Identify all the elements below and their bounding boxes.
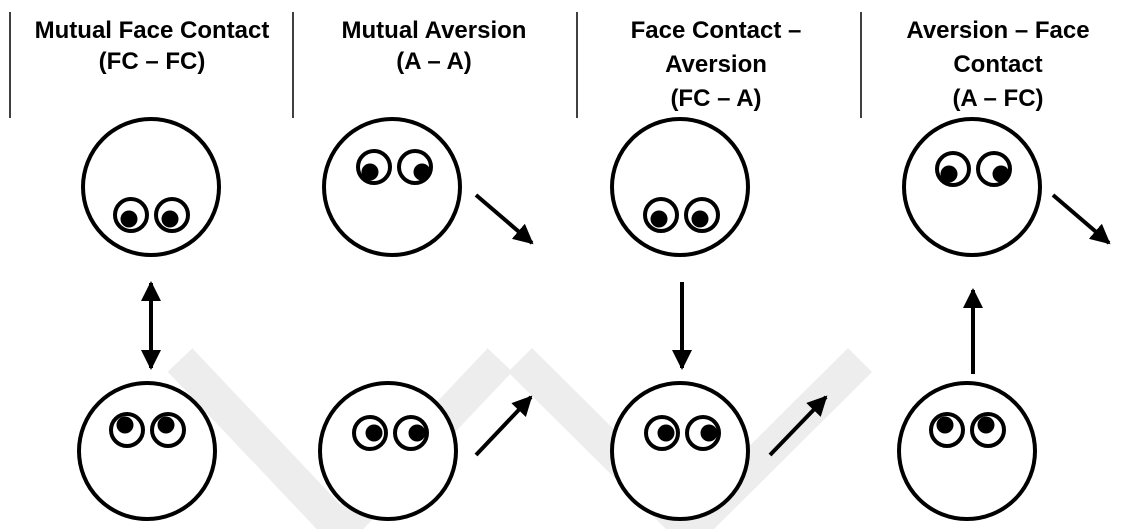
panel-title-line: Face Contact – [631, 17, 802, 44]
left-eye-icon [113, 197, 149, 233]
panel-title-line: (FC – A) [670, 85, 761, 112]
right-eye-icon [154, 197, 190, 233]
left-eye-icon [356, 149, 392, 185]
face-outline [322, 117, 462, 257]
panel-title-line: (FC – FC) [99, 48, 206, 75]
panel-title-line: Contact [953, 51, 1042, 78]
bottom-face [77, 381, 217, 521]
right-eye-icon [150, 412, 186, 448]
panel-title-line: Aversion – Face [906, 17, 1089, 44]
bottom-face [897, 381, 1037, 521]
left-eye-icon [352, 415, 388, 451]
top-face [322, 117, 462, 257]
face-outline [318, 381, 458, 521]
averted-gaze-arrow [768, 395, 828, 457]
left-eye-icon [109, 412, 145, 448]
panel-a-a: Mutual Aversion (A – A) [318, 17, 534, 521]
panel-title-line: Aversion [665, 51, 767, 78]
averted-gaze-arrow [474, 395, 533, 457]
bottom-face [318, 381, 458, 521]
panel-a-fc: Aversion – Face Contact (A – FC) [897, 17, 1111, 521]
right-eye-icon [970, 412, 1006, 448]
panel-title-line: (A – A) [396, 48, 472, 75]
face-outline [897, 381, 1037, 521]
right-eye-icon [393, 415, 429, 451]
left-eye-icon [935, 151, 971, 187]
right-eye-icon [976, 151, 1012, 187]
top-face [81, 117, 221, 257]
top-face [902, 117, 1042, 257]
face-outline [902, 117, 1042, 257]
face-outline [610, 117, 750, 257]
right-eye-icon [685, 415, 721, 451]
averted-gaze-arrow [474, 193, 534, 245]
bottom-face [610, 381, 750, 521]
right-eye-icon [684, 197, 720, 233]
column-separators [9, 12, 862, 118]
face-outline [77, 381, 217, 521]
left-eye-icon [644, 415, 680, 451]
left-eye-icon [643, 197, 679, 233]
panel-title-line: (A – FC) [952, 85, 1043, 112]
watermark [167, 347, 872, 529]
panel-fc-a: Face Contact – Aversion (FC – A) [610, 17, 828, 521]
panel-title-line: Mutual Face Contact [35, 17, 270, 44]
face-outline [610, 381, 750, 521]
averted-gaze-arrow [1051, 193, 1111, 245]
panel-fc-fc: Mutual Face Contact (FC – FC) [35, 17, 270, 521]
left-eye-icon [929, 412, 965, 448]
face-outline [81, 117, 221, 257]
panel-title-line: Mutual Aversion [342, 17, 527, 44]
top-face [610, 117, 750, 257]
right-eye-icon [397, 149, 433, 185]
